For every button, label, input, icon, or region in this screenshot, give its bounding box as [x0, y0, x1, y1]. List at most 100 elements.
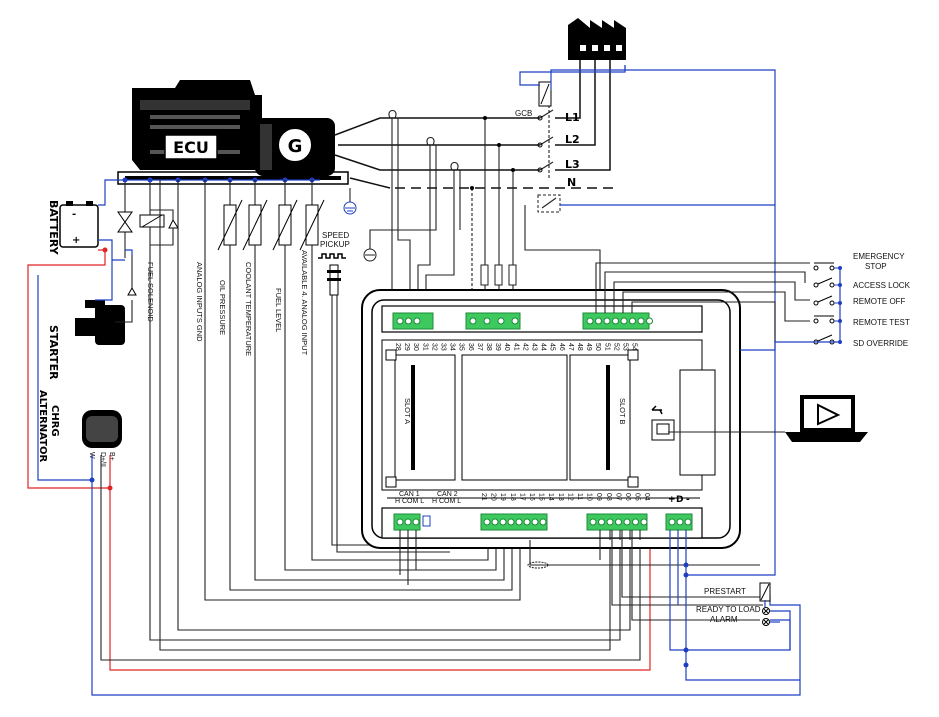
digital-inputs	[595, 262, 842, 351]
terminal-screw	[404, 518, 412, 526]
terminal-screw	[483, 518, 491, 526]
top-terminal-number: 53	[622, 343, 629, 351]
battery-icon	[59, 201, 99, 248]
bottom-terminal-number: 15	[538, 493, 545, 501]
top-terminal-number: 36	[467, 343, 474, 351]
laptop-icon	[668, 395, 868, 442]
speed-pickup-label-1: SPEED	[322, 231, 349, 240]
terminal-screw	[684, 518, 692, 526]
analog-inputs-gnd-label: ANALOG INPUTS GND	[195, 262, 204, 342]
terminal-screw	[497, 317, 505, 325]
battery-minus: -	[72, 209, 76, 220]
top-terminal-number: 44	[540, 343, 547, 351]
alternator-label-2: ALTERNATOR	[37, 390, 48, 462]
terminal-screw	[676, 518, 684, 526]
terminal-screw	[511, 317, 519, 325]
bottom-terminal-number: 16	[528, 493, 535, 501]
analog-input-4-label: AVAILABLE 4. ANALOG INPUT	[300, 250, 309, 356]
input-remote-off: REMOTE OFF	[853, 297, 906, 306]
oil-pressure-label: OIL PRESSURE	[218, 280, 227, 335]
top-terminal-number: 34	[449, 343, 456, 351]
top-terminal-number: 42	[521, 343, 528, 351]
generator-label: G	[288, 136, 303, 157]
top-terminal-number: 31	[421, 343, 428, 351]
gcb-label: GCB	[515, 109, 532, 118]
coolant-temperature-label: COOLANT TEMPERATURE	[244, 262, 253, 356]
phase-l2: L2	[565, 133, 580, 146]
top-terminal-number: 47	[567, 343, 574, 351]
bottom-terminal-blocks	[393, 513, 693, 531]
ecu-label: ECU	[173, 138, 209, 157]
bottom-terminal-number: 06	[624, 493, 631, 501]
switch-contact	[829, 318, 835, 324]
output-relays	[759, 582, 791, 650]
top-terminal-number: 38	[485, 343, 492, 351]
terminal-screw	[595, 317, 602, 325]
controller-housing	[361, 289, 741, 549]
can2-title: CAN 2	[437, 491, 458, 498]
bottom-terminal-number: 08	[605, 493, 612, 501]
top-terminal-number: 35	[458, 343, 465, 351]
top-terminal-number: 49	[585, 343, 592, 351]
bottom-terminal-number: 07	[614, 493, 621, 501]
top-terminal-number: 39	[494, 343, 501, 351]
terminal-screw	[396, 518, 404, 526]
terminal-screw	[515, 518, 523, 526]
terminal-screw	[629, 317, 636, 325]
top-terminal-number: 45	[549, 343, 556, 351]
output-prestart: PRESTART	[704, 587, 746, 596]
alt-pin-b: B+	[108, 452, 115, 461]
bottom-terminal-number: 19	[499, 493, 506, 501]
top-terminal-number: 33	[440, 343, 447, 351]
starter-label: STARTER	[47, 325, 60, 380]
output-ready-to-load: READY TO LOAD	[696, 605, 761, 614]
power-d: D	[676, 495, 683, 505]
bottom-terminal-number: 21	[480, 493, 487, 501]
bottom-terminal-number: 04	[643, 493, 650, 501]
input-sd-override: SD OVERRIDE	[853, 339, 908, 348]
terminal-screw	[615, 518, 622, 526]
top-terminal-number: 51	[603, 343, 610, 351]
charging-alternator-icon	[82, 410, 122, 448]
bottom-terminal-number: 09	[595, 493, 602, 501]
terminal-screw	[523, 518, 531, 526]
terminal-screw	[606, 518, 614, 526]
bottom-terminal-number: 20	[490, 493, 497, 501]
switch-contact	[813, 318, 819, 324]
starter-icon	[75, 255, 137, 345]
factory-load-icon	[568, 18, 626, 60]
switch-contact	[813, 282, 819, 288]
slot-a-label: SLOT A	[403, 398, 412, 424]
terminal-screw	[589, 518, 597, 526]
terminal-screw	[483, 317, 491, 325]
bottom-terminal-number: 12	[566, 493, 573, 501]
terminal-screw	[507, 518, 515, 526]
top-terminal-number: 40	[503, 343, 510, 351]
input-emergency-stop-1: EMERGENCY	[853, 252, 905, 261]
switch-contact	[829, 265, 835, 271]
power-minus: -	[686, 495, 690, 505]
phase-l1: L1	[565, 111, 580, 124]
top-terminal-blocks	[392, 312, 653, 330]
bottom-terminal-number: 14	[547, 493, 554, 501]
terminal-screw	[412, 518, 420, 526]
terminal-screw	[668, 518, 676, 526]
top-terminal-number: 29	[403, 343, 410, 351]
switch-blade	[817, 277, 833, 285]
terminal-screw	[637, 317, 645, 325]
input-emergency-stop-2: STOP	[865, 262, 887, 271]
phase-n: N	[567, 176, 576, 189]
switch-blade	[817, 334, 833, 342]
top-terminal-number: 30	[412, 343, 419, 351]
bottom-terminal-number: 10	[586, 493, 593, 501]
bottom-terminal-number: 17	[518, 493, 525, 501]
terminal-screw	[640, 518, 648, 526]
alt-pin-d: D+/IL	[99, 452, 106, 469]
alternator-label-1: CHRG	[49, 405, 60, 437]
input-access-lock: ACCESS LOCK	[853, 281, 911, 290]
power-plus: +	[668, 495, 676, 505]
can2-pins: H COM L	[432, 498, 461, 505]
